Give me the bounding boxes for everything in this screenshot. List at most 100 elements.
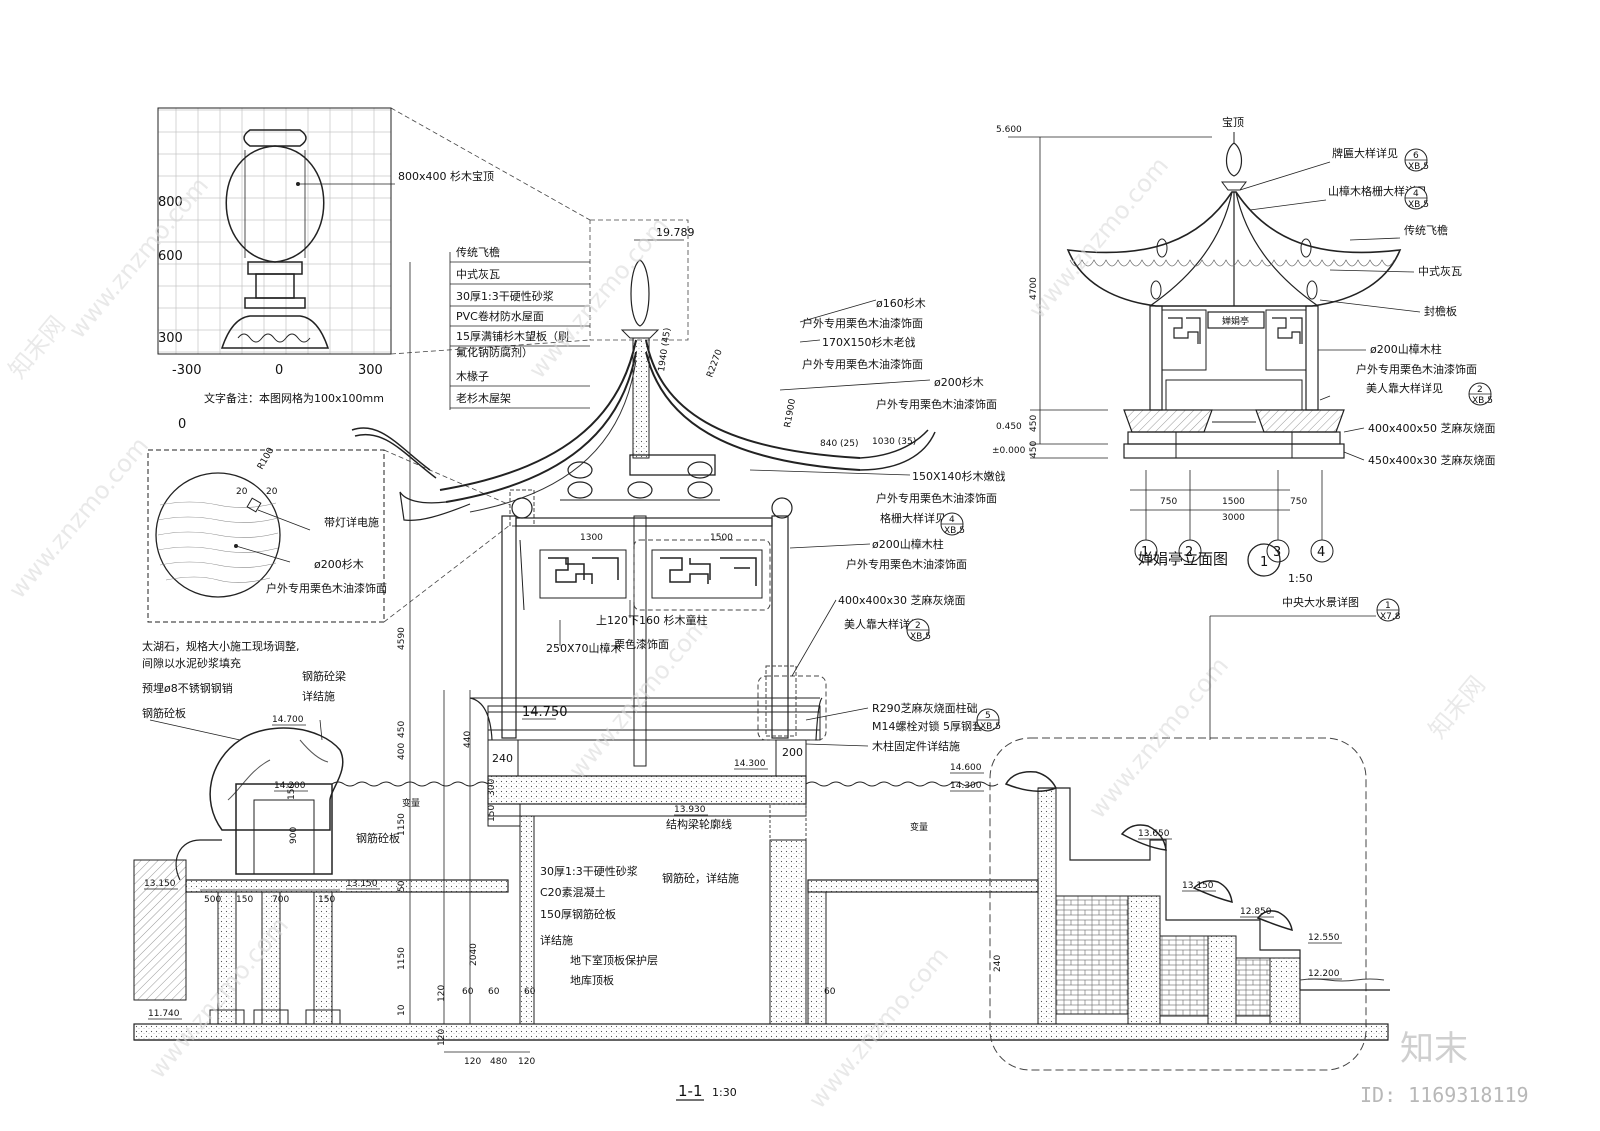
- dim-16: 150: [236, 895, 253, 905]
- leader-5: [791, 599, 837, 677]
- elev-lvl0: ±0.000: [992, 446, 1026, 456]
- elev-w1500: 1500: [1222, 497, 1245, 507]
- finial-detail: 800x400 杉木宝顶 800 600 300 -300 0 300 文字备注…: [157, 107, 591, 432]
- elev-leader-4: [1319, 299, 1421, 313]
- top-dim: 19.789: [656, 226, 695, 239]
- elev-ref-bench-num: 2: [1477, 385, 1483, 395]
- dim-24: 120: [464, 1057, 481, 1067]
- elev-label-1: 山樟木格栅大样详见: [1328, 184, 1427, 198]
- beam-light-label: 带灯详电施: [324, 515, 379, 529]
- elev-label-6: 户外专用栗色木油漆饰面: [1356, 362, 1477, 376]
- beam-finish: 户外专用栗色木油漆饰面: [876, 397, 997, 411]
- leader-1: [799, 339, 821, 343]
- beam-label: ø200杉木: [934, 375, 984, 389]
- callout-bench-sheet: XB.5: [910, 632, 931, 642]
- brand-watermark: 知末: [1400, 1029, 1468, 1069]
- finial-label: 800x400 杉木宝顶: [398, 169, 494, 183]
- elev-label-0: 牌匾大样详见: [1332, 146, 1398, 160]
- elev-top-level: 5.600: [996, 125, 1022, 135]
- elev-leader-8: [1343, 451, 1365, 461]
- dim-11: 440: [463, 731, 473, 748]
- beam-end-detail: R100 20 20 带灯详电施 ø200杉木 户外专用栗色木油漆饰面: [147, 446, 511, 623]
- roof-layer-2: 30厚1:3干硬性砂浆: [456, 289, 554, 303]
- struct-line-label: 结构梁轮廓线: [666, 817, 732, 831]
- beam-finish-label: 户外专用栗色木油漆饰面: [266, 581, 387, 595]
- rc-slab-label: 钢筋砼板: [142, 706, 186, 720]
- dim-25: 480: [490, 1057, 507, 1067]
- dim-12: 900: [289, 827, 299, 844]
- leader-0: [799, 299, 877, 323]
- elev-ref-bench-sheet: XB.5: [1472, 396, 1493, 406]
- axis-1: 1: [1141, 545, 1149, 560]
- dim-22: 60: [524, 987, 536, 997]
- rafter-finish: 户外专用栗色木油漆饰面: [802, 316, 923, 330]
- section-pavilion: 1300 1500 240 200: [469, 515, 827, 841]
- dim-20: 60: [462, 987, 474, 997]
- rock-label: 太湖石，规格大小施工现场调整,: [142, 639, 300, 653]
- grid-note: 文字备注：本图网格为100x100mm: [204, 391, 384, 405]
- dim-13: 150: [287, 783, 297, 800]
- roof-layer-3: PVC卷材防水屋面: [456, 309, 544, 323]
- concrete-label: C20素混凝土: [540, 885, 606, 899]
- elev-finial: 宝顶: [1222, 115, 1244, 129]
- level-4: 13.930: [674, 805, 706, 815]
- elev-h4700: 4700: [1029, 277, 1039, 300]
- roof-layer-1: 中式灰瓦: [456, 267, 500, 281]
- beam-size-label: ø200杉木: [314, 557, 364, 571]
- dim-15: 500: [204, 895, 221, 905]
- roof-dim-1940: 1940 (45): [657, 327, 673, 372]
- dim-18: 150: [318, 895, 335, 905]
- rc150-label: 150厚钢筋砼板: [540, 907, 616, 921]
- roof-dim-840: 840 (25): [820, 439, 859, 449]
- elev-label-4: 封檐板: [1424, 304, 1457, 318]
- protect-label: 地下室顶板保护层: [570, 953, 658, 967]
- water-ref-label: 中央大水景详图: [1282, 595, 1359, 609]
- roof-layer-5: 氟化钠防腐剂）: [456, 345, 533, 359]
- dim-23: 60: [824, 987, 836, 997]
- level-2: 14.200: [274, 781, 306, 791]
- y-tick-800: 800: [158, 195, 183, 210]
- roof-dim-r1900: R1900: [783, 398, 798, 429]
- dim-2: 400: [397, 743, 407, 760]
- dim-17: 700: [272, 895, 289, 905]
- roof-layer-4: 15厚满铺杉木望板（刷: [456, 329, 569, 343]
- axis-2: 2: [1185, 545, 1193, 560]
- elev-leader-0: [1239, 161, 1331, 191]
- dim-8: 1150: [397, 947, 407, 970]
- section-structure: [133, 727, 1390, 1071]
- level-13: 12.550: [1308, 933, 1340, 943]
- rc-slab-label-2: 钢筋砼板: [356, 831, 400, 845]
- elev-ref-plaque-sheet: XB.5: [1408, 162, 1429, 172]
- rc-wall-label: 钢筋砼梁: [302, 669, 346, 683]
- dim-19: 120: [437, 985, 447, 1002]
- section-scale: 1:30: [712, 1086, 737, 1099]
- column-label: ø200山樟木柱: [872, 537, 944, 551]
- elev-label-2: 传统飞檐: [1404, 223, 1448, 237]
- level-3: 14.300: [734, 759, 766, 769]
- rc-wall-detail: 详结施: [302, 689, 335, 703]
- variable-label-2: 变量: [910, 821, 928, 833]
- level-0: 14.700: [272, 715, 304, 725]
- elev-title-num: 1: [1260, 555, 1268, 570]
- garage-label: 地库顶板: [570, 973, 614, 987]
- zero-label: 0: [178, 417, 186, 432]
- leader-12: [319, 719, 323, 741]
- beam-dim-a: 20: [236, 487, 248, 497]
- section-title: 1-1: [678, 1082, 703, 1100]
- detail-struct-label: 详结施: [540, 933, 573, 947]
- level-12: 12.850: [1240, 907, 1272, 917]
- watermark-1: 知末网: [3, 311, 71, 384]
- base-label: R290芝麻灰烧面柱础: [872, 701, 978, 715]
- y-tick-300: 300: [158, 331, 183, 346]
- watermark-5: www.znzmo.com: [3, 432, 154, 604]
- mortar-label: 30厚1:3干硬性砂浆: [540, 864, 638, 878]
- elev-w3000: 3000: [1222, 513, 1245, 523]
- elevation-view: 婵娟亭 1 2 3 4 宝顶 5.600 4700 450 450: [992, 115, 1496, 585]
- level-8: 14.600: [950, 763, 982, 773]
- leader-4: [789, 543, 871, 549]
- elev-scale: 1:50: [1288, 572, 1313, 585]
- leader-13: [149, 719, 241, 741]
- elev-w750b: 750: [1290, 497, 1307, 507]
- beam-dim-b: 20: [266, 487, 278, 497]
- pin-label: 预埋ø8不锈钢钢销: [142, 681, 233, 695]
